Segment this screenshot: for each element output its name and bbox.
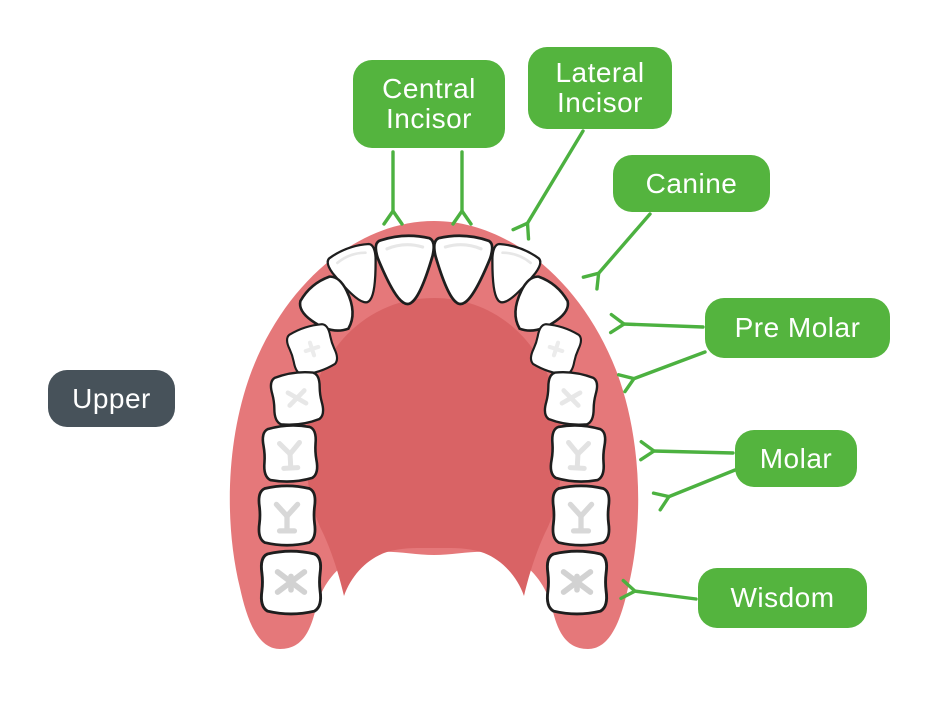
tooth-wisdom-left	[259, 549, 323, 616]
palate	[306, 298, 562, 596]
label-upper-jaw: Upper	[48, 370, 175, 427]
arrow-molar-1	[653, 451, 735, 453]
tooth-molar2-right	[551, 484, 611, 547]
arrow-molar-2	[668, 468, 737, 497]
label-central-incisor: Central Incisor	[353, 60, 505, 148]
mouth-illustration	[229, 221, 639, 649]
tooth-molar1-left	[260, 422, 320, 485]
label-wisdom: Wisdom	[698, 568, 867, 628]
tooth-premolar2-left	[268, 368, 326, 429]
tooth-molar2-left	[257, 484, 317, 547]
label-pre-molar: Pre Molar	[705, 298, 890, 358]
tooth-molar1-right	[548, 422, 608, 485]
label-canine: Canine	[613, 155, 770, 212]
label-molar: Molar	[735, 430, 857, 487]
tooth-wisdom-right	[545, 549, 609, 616]
label-lateral-incisor: Lateral Incisor	[528, 47, 672, 129]
tooth-premolar2-right	[542, 368, 600, 429]
